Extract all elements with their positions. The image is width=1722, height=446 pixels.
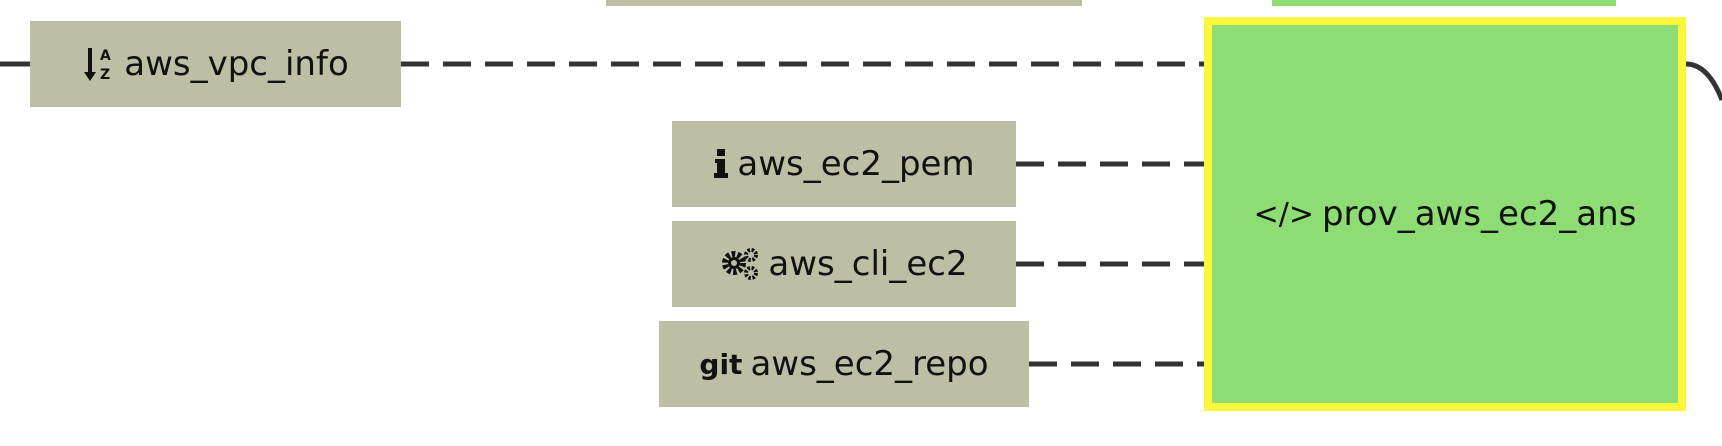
node-aws-ec2-pem[interactable]: aws_ec2_pem xyxy=(672,121,1016,207)
info-icon xyxy=(713,149,729,179)
node-prov-aws-ec2-ans[interactable]: </> prov_aws_ec2_ans xyxy=(1204,17,1686,411)
cropped-node-top-right[interactable] xyxy=(1272,0,1616,6)
node-aws-vpc-info[interactable]: A Z aws_vpc_info xyxy=(30,21,401,107)
svg-text:A: A xyxy=(100,48,111,64)
sort-alpha-down-icon: A Z xyxy=(82,44,116,84)
node-aws-ec2-repo[interactable]: git aws_ec2_repo xyxy=(659,321,1029,407)
node-label: aws_ec2_pem xyxy=(737,144,975,184)
gears-icon xyxy=(720,247,760,281)
edge-prov-aws-ec2-ans-to-offscreen xyxy=(1685,61,1722,101)
node-label: aws_cli_ec2 xyxy=(768,244,968,284)
cropped-node-top-left[interactable] xyxy=(606,0,1082,6)
node-aws-cli-ec2[interactable]: aws_cli_ec2 xyxy=(672,221,1016,307)
git-icon: git xyxy=(699,347,743,381)
node-label: aws_vpc_info xyxy=(124,44,349,84)
node-label: prov_aws_ec2_ans xyxy=(1321,194,1637,234)
svg-text:Z: Z xyxy=(100,67,110,83)
code-icon: </> xyxy=(1253,196,1314,232)
node-label: aws_ec2_repo xyxy=(750,344,989,384)
